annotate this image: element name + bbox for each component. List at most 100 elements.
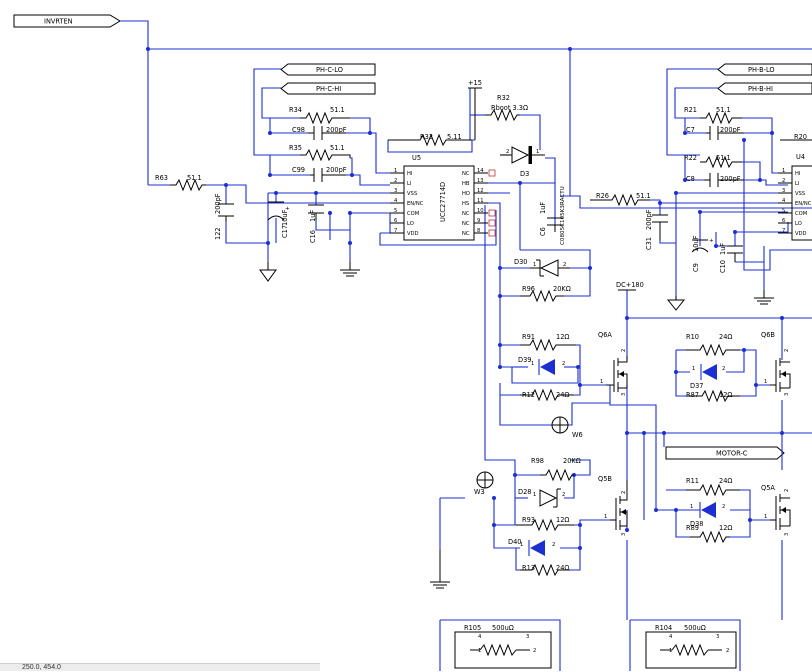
resistor-r26[interactable]: R26 51.1 (590, 192, 651, 207)
resistor-r89[interactable]: R89 12Ω (686, 524, 732, 544)
svg-text:2: 2 (552, 542, 555, 548)
pin-name: HI (407, 171, 413, 177)
pin-name: LI (795, 181, 800, 187)
resistor-r32[interactable]: R32 Rboot 3.3Ω (485, 94, 528, 122)
svg-text:1: 1 (478, 648, 481, 654)
ic-pin: 4EN/NC (390, 198, 424, 207)
diode-d40[interactable]: D40 1 2 (508, 538, 555, 556)
resistor-r20[interactable]: R20 (780, 133, 812, 141)
ic-u5[interactable]: U5 UCC27714D 1HI2LI3VSS4EN/NC5COM6LO7VDD… (390, 154, 496, 241)
pin-number: 6 (782, 218, 785, 224)
testpoint-w3[interactable]: W3 (474, 471, 494, 496)
part-ref: R98 (531, 457, 544, 465)
mosfet-q6a[interactable]: Q6A 2 3 1 (598, 331, 628, 396)
part-ref: C10 (719, 260, 727, 273)
resistor-r11[interactable]: R11 24Ω (686, 477, 740, 497)
pin-name: HB (462, 181, 470, 187)
mosfet-q6b[interactable]: Q6B 2 3 1 (761, 331, 791, 396)
capacitor-c16[interactable]: C16 1uF (308, 204, 324, 243)
testpoint-w6[interactable]: W6 (551, 416, 583, 439)
diode-d30[interactable]: D30 1 2 (514, 258, 570, 277)
part-value: 200pF (326, 126, 347, 134)
part-ref: R87 (686, 391, 699, 399)
diode-d28[interactable]: D28 1 2 (518, 488, 565, 508)
capacitor-c6[interactable]: 1uF C6 C0805C105K3RACTU (539, 186, 566, 245)
capacitor-c7[interactable]: C7 200pF (686, 126, 744, 140)
pin-name: NC (462, 211, 470, 217)
pin-name: EN/NC (795, 201, 812, 207)
svg-text:1: 1 (604, 514, 607, 520)
capacitor-c99[interactable]: C99 200pF (292, 166, 347, 182)
capacitor-c122[interactable]: 122 200pF (214, 193, 234, 240)
mosfet-q5a[interactable]: Q5A 2 3 1 (761, 484, 791, 536)
resistor-r35[interactable]: R35 51.1 (289, 144, 351, 162)
svg-text:2: 2 (562, 361, 565, 367)
part-ref: Q5B (598, 475, 612, 483)
resistor-r93[interactable]: R93 12Ω (516, 516, 574, 532)
part-value: 5.11 (447, 133, 462, 141)
diode-d3[interactable]: 2 1 D3 (500, 146, 545, 178)
capacitor-c98[interactable]: C98 200pF (292, 126, 347, 140)
part-value: 200pF (214, 193, 222, 214)
svg-text:+: + (709, 238, 714, 244)
net-flag-ph-b-lo[interactable]: PH-B-LO (717, 63, 812, 76)
resistor-r87[interactable]: R87 12Ω (686, 389, 740, 403)
mosfet-q5b[interactable]: Q5B 2 3 1 (598, 475, 628, 536)
part-value: Rboot 3.3Ω (491, 104, 528, 112)
part-value: 51.1 (716, 106, 731, 114)
part-value: 10uF (281, 209, 289, 226)
resistor-r98[interactable]: R98 20KΩ (531, 457, 581, 482)
diode-d37[interactable]: D37 1 2 (690, 364, 725, 390)
diode-d38[interactable]: D38 1 2 (690, 502, 725, 528)
part-ref: R93 (522, 516, 535, 524)
net-flag-ph-c-hi[interactable]: PH-C-HI (280, 82, 376, 95)
resistor-r34[interactable]: R34 51.1 (289, 106, 350, 125)
part-ref: R63 (155, 174, 168, 182)
ic-pin: 4EN/NC (778, 198, 812, 207)
resistor-r91[interactable]: R91 12Ω (520, 333, 576, 352)
net-flag-motor-c[interactable]: MOTOR-C (665, 446, 785, 460)
resistor-r13[interactable]: R13 24Ω (520, 563, 570, 577)
pin-name: NC (462, 231, 470, 237)
resistor-r22[interactable]: R22 51.1 (684, 154, 742, 169)
capacitor-c31[interactable]: C31 200pF (645, 209, 668, 250)
net-flag-invrten[interactable]: INVRTEN (13, 14, 121, 28)
shunt-r104[interactable]: R104 500uΩ 4 3 1 2 (645, 624, 737, 669)
net-flag-ph-c-lo[interactable]: PH-C-LO (280, 63, 376, 76)
svg-text:3: 3 (784, 393, 790, 396)
part-ref: R91 (522, 333, 535, 341)
part-value: 1uF (539, 202, 547, 214)
pin-number: 3 (782, 188, 785, 194)
shunt-r105[interactable]: R105 500uΩ 4 3 1 2 (454, 624, 552, 669)
resistor-r10[interactable]: R10 24Ω (686, 333, 740, 357)
part-ref: Q6B (761, 331, 775, 339)
capacitor-c9[interactable]: + C9 10uF (691, 235, 714, 272)
part-value: 500uΩ (684, 624, 706, 632)
net-flag-ph-b-hi[interactable]: PH-B-HI (717, 82, 812, 95)
capacitor-c8[interactable]: C8 200pF (686, 173, 744, 187)
diode-d39[interactable]: D39 1 2 (518, 356, 565, 375)
resistor-r33[interactable]: R33 5.11 (388, 133, 472, 147)
part-ref: D28 (518, 488, 531, 496)
ic-pin: 9NC (462, 218, 496, 227)
pin-name: LO (795, 221, 802, 227)
part-ref: R32 (497, 94, 510, 102)
net-label-ph-b-hi: PH-B-HI (748, 85, 773, 93)
resistor-r12[interactable]: R12 24Ω (520, 388, 574, 402)
resistor-r21[interactable]: R21 51.1 (684, 106, 742, 125)
resistor-r96[interactable]: R96 20KΩ (520, 285, 571, 303)
capacitor-c17[interactable]: + C17 10uF (267, 201, 290, 238)
part-value: 20KΩ (563, 457, 581, 465)
resistor-r63[interactable]: R63 51.1 (155, 174, 206, 192)
svg-text:1: 1 (533, 492, 536, 498)
capacitor-c10[interactable]: C10 1uF (719, 243, 743, 273)
part-value: 51.1 (636, 192, 651, 200)
